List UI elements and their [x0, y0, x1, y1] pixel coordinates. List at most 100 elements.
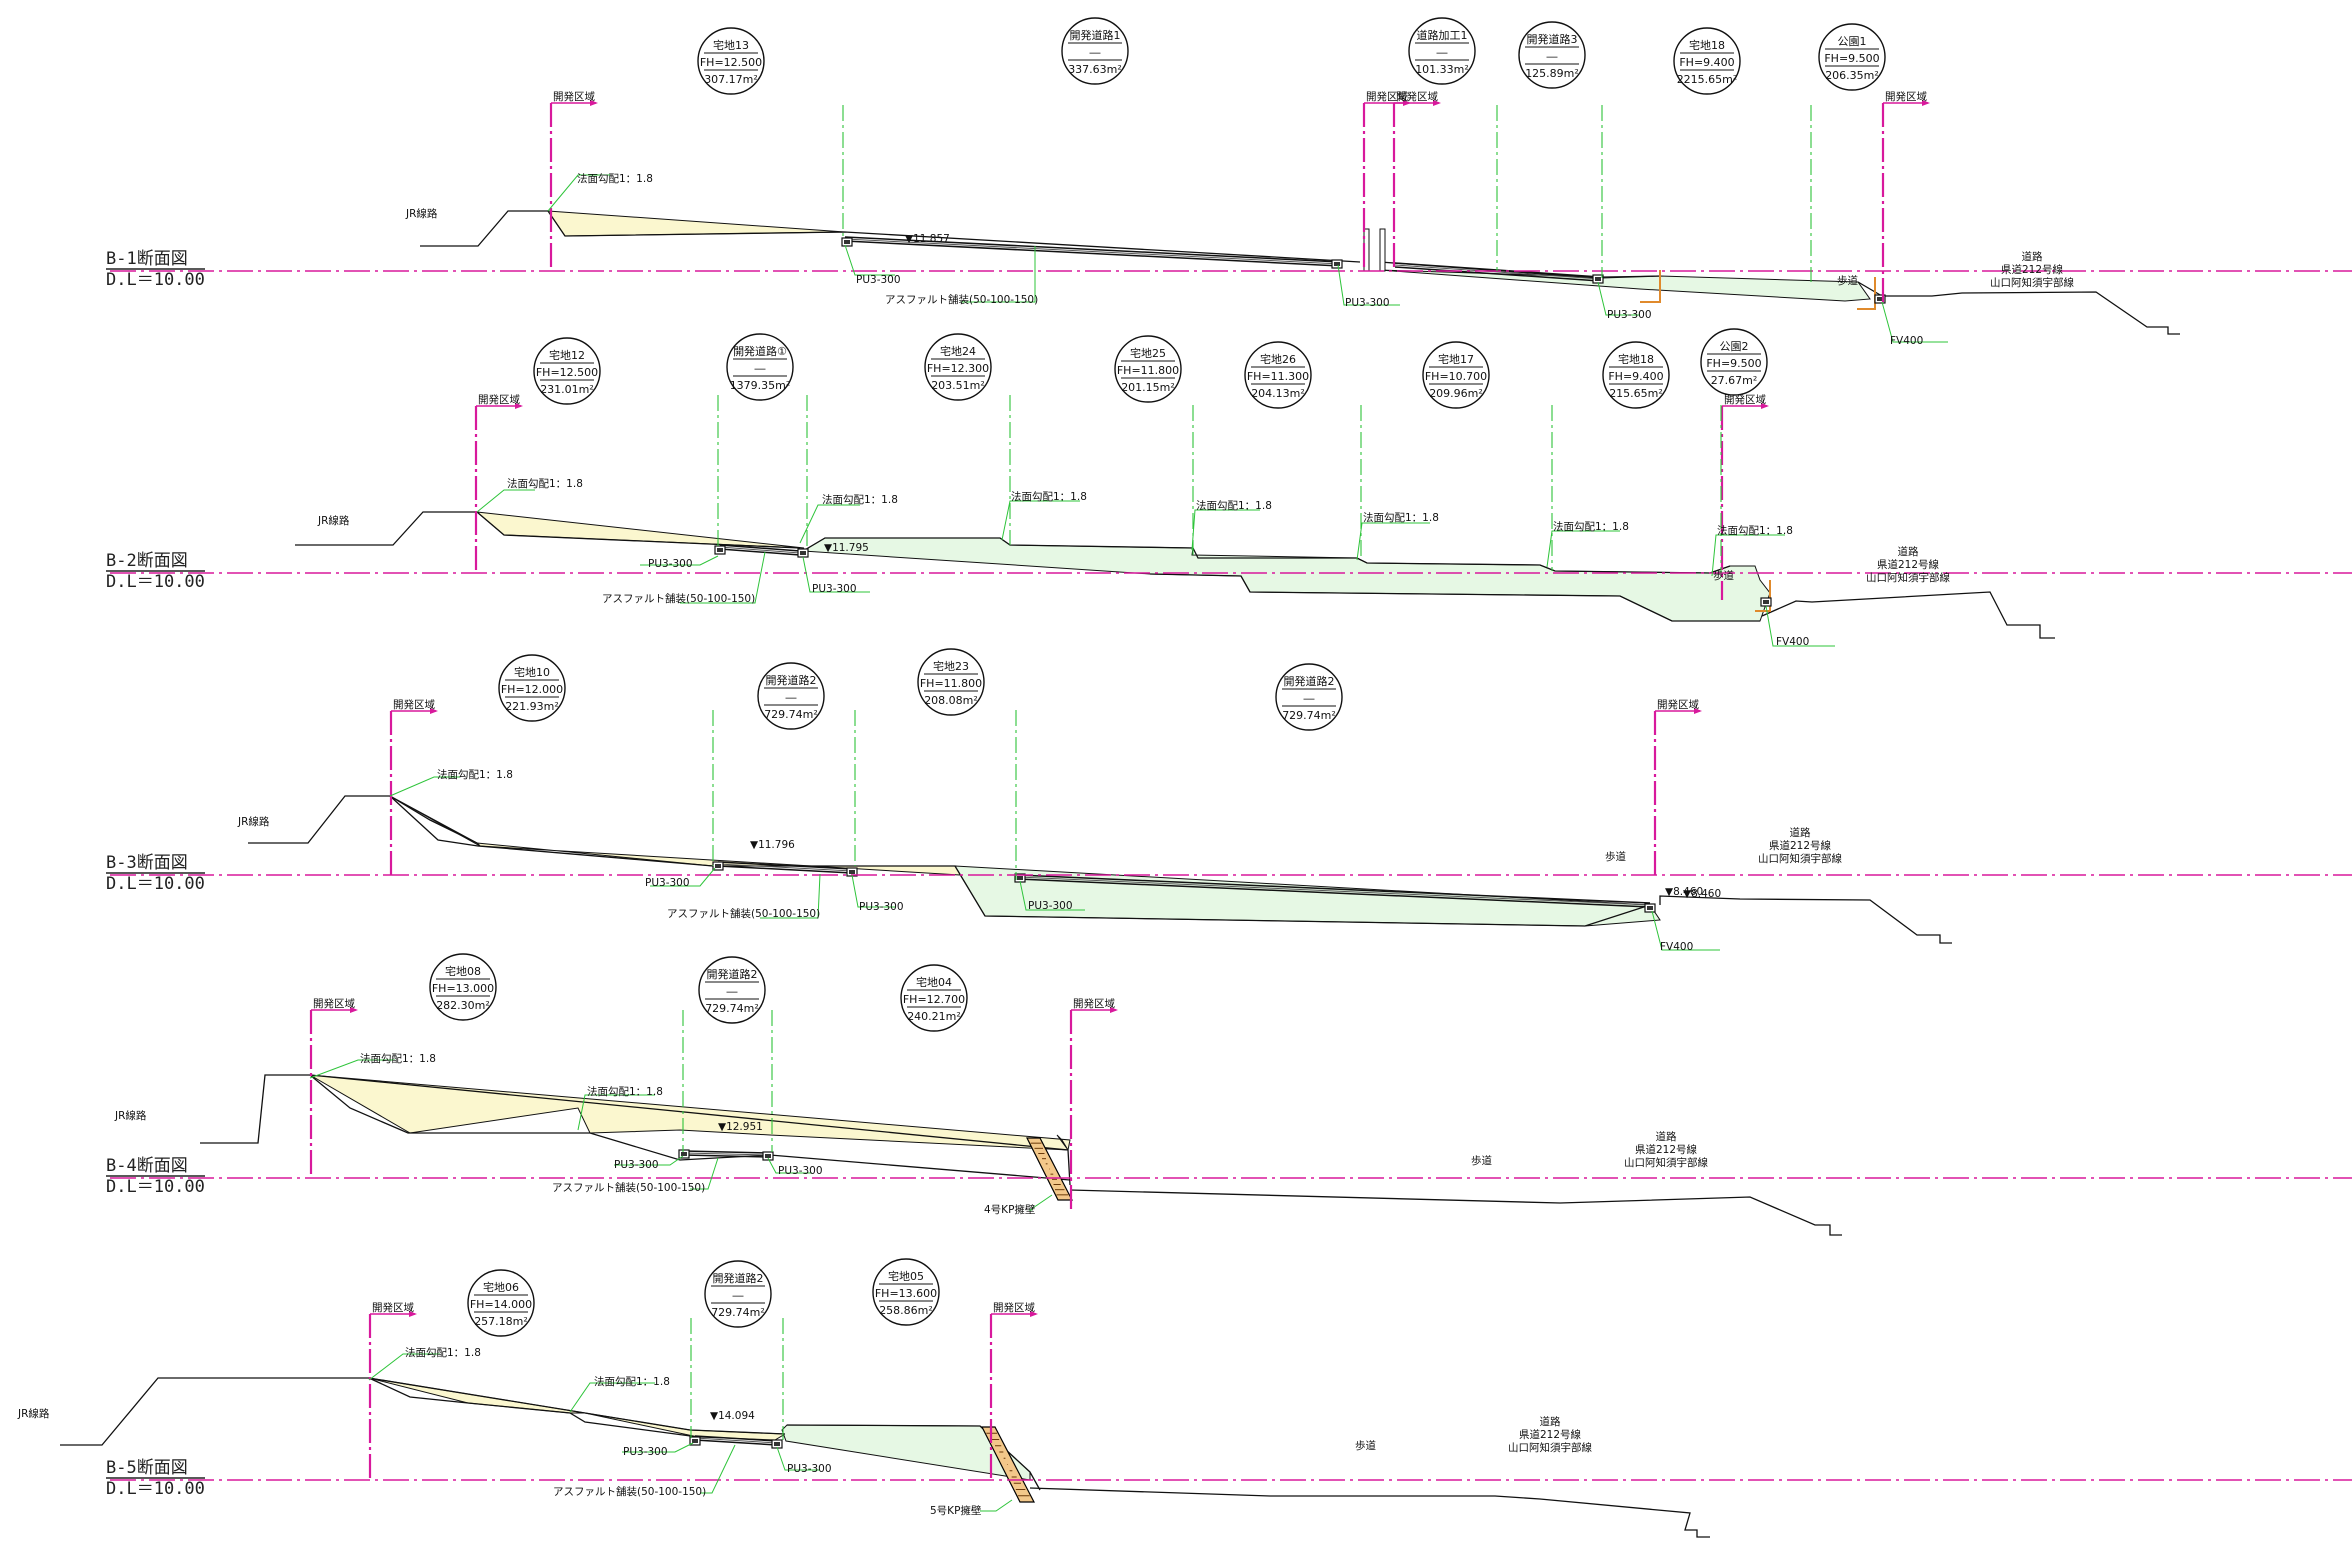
- development-boundary-label: 開発区域: [1073, 997, 1115, 1010]
- lot-floor-height: FH=9.500: [1824, 52, 1879, 65]
- lot-circle: 開発道路2―729.74m²: [698, 956, 766, 1024]
- water-level-label: ▼11.795: [824, 542, 869, 554]
- lot-area: 101.33m²: [1415, 63, 1469, 76]
- slope-gradient-label: 法面勾配1：1.8: [405, 1346, 481, 1359]
- drain-pipe-core: [1017, 876, 1023, 880]
- pavement-top: [1017, 874, 1651, 904]
- leader-line: [1019, 880, 1085, 911]
- lot-name: 開発道路2: [713, 1271, 764, 1285]
- lot-circle-outline: [467, 1269, 535, 1337]
- fv-label: FV400: [1776, 636, 1809, 648]
- lot-floor-height: FH=9.400: [1679, 56, 1734, 69]
- route-sub-label: 山口阿知須宇部線: [1866, 571, 1950, 584]
- drain-pipe-core: [715, 864, 721, 868]
- pavement-bottom: [719, 548, 801, 556]
- pavement-bottom: [683, 1154, 769, 1158]
- drain-pipe: [714, 545, 726, 555]
- drain-pipe-core: [681, 1152, 687, 1156]
- development-boundary-arrow: [350, 1007, 358, 1013]
- lot-area: 282.30m²: [436, 999, 490, 1012]
- lot-floor-height: FH=13.600: [875, 1287, 937, 1300]
- slope-gradient-label: 法面勾配1：1.8: [587, 1085, 663, 1098]
- side-ditch-wall: [1857, 277, 1876, 310]
- pipe-label: PU3-300: [614, 1159, 659, 1171]
- leader-line: [389, 776, 460, 797]
- route-label: 県道212号線: [1519, 1428, 1582, 1441]
- existing-ground: [248, 795, 481, 847]
- road-label: 道路: [1790, 826, 1812, 839]
- lot-name: 開発道路2: [766, 673, 817, 687]
- leader-line: [622, 1442, 694, 1453]
- development-boundary-label: 開発区域: [1366, 90, 1408, 103]
- drain-pipe-core: [765, 1154, 771, 1158]
- pipe-label: PU3-300: [787, 1463, 832, 1475]
- pavement-bottom: [717, 865, 853, 874]
- lot-circle-outline: [1818, 23, 1886, 91]
- pipe-label: PU3-300: [856, 274, 901, 286]
- drain-pipe-core: [692, 1439, 698, 1443]
- lot-area: 125.89m²: [1525, 67, 1579, 80]
- lot-area: 203.51m²: [931, 379, 985, 392]
- pavement-bottom: [844, 240, 1341, 267]
- road-label: 道路: [1898, 545, 1920, 558]
- lot-floor-height: ―: [733, 1289, 744, 1302]
- leader-line: [844, 244, 895, 276]
- road-label: 道路: [1656, 1130, 1678, 1143]
- lot-name: 宅地17: [1438, 352, 1474, 366]
- pipe-label: PU3-300: [1028, 900, 1073, 912]
- lot-name: 公園2: [1720, 340, 1749, 353]
- lot-area: 215.65m²: [1609, 387, 1663, 400]
- leader-line: [309, 1059, 395, 1079]
- leader-line: [799, 504, 860, 544]
- drain-pipe-core: [1647, 906, 1653, 910]
- lot-circle: 道路加工1―101.33m²: [1408, 17, 1476, 85]
- development-boundary-label: 開発区域: [993, 1301, 1035, 1314]
- pipe-label: PU3-300: [648, 558, 693, 570]
- lot-area: 240.21m²: [907, 1010, 961, 1023]
- leader-line: [547, 174, 610, 212]
- leader-line: [960, 246, 1036, 303]
- lot-name: 宅地26: [1260, 352, 1296, 366]
- retaining-wall-label: 4号KP擁壁: [984, 1203, 1036, 1216]
- leader-line: [1597, 281, 1640, 316]
- leader-line: [614, 1155, 684, 1166]
- slope-gradient-label: 法面勾配1：1.8: [1553, 520, 1629, 533]
- lot-circle-outline: [704, 1260, 772, 1328]
- section-title: B-3断面図: [106, 853, 188, 873]
- sidewalk-label: 歩道: [1471, 1154, 1493, 1167]
- lot-circle-outline: [1244, 341, 1312, 409]
- asphalt-label: アスファルト舗装(50-100-150): [602, 592, 755, 605]
- leader-line: [1356, 522, 1430, 561]
- lot-circle-outline: [1114, 335, 1182, 403]
- existing-ground: [1149, 573, 1760, 622]
- section-title: B-5断面図: [106, 1458, 188, 1478]
- pavement-top: [844, 236, 1341, 263]
- pavement-bottom: [1017, 878, 1651, 908]
- pipe-label: PU3-300: [623, 1446, 668, 1458]
- development-boundary-arrow: [1761, 403, 1769, 409]
- lot-circle-outline: [900, 964, 968, 1032]
- leader-line: [980, 1499, 1013, 1512]
- datum-level-label: D.L＝10.00: [106, 270, 205, 290]
- leader-line: [1546, 530, 1620, 568]
- development-boundary-arrow: [430, 708, 438, 714]
- route-label: 県道212号線: [1877, 558, 1940, 571]
- route-sub-label: 山口阿知須宇部線: [1990, 276, 2074, 289]
- fv-label: FV400: [1660, 941, 1693, 953]
- lot-name: 開発道路2: [707, 967, 758, 981]
- leader-line: [476, 489, 535, 513]
- lot-area: 208.08m²: [924, 694, 978, 707]
- pavement-bottom: [694, 1439, 778, 1446]
- lot-floor-height: ―: [755, 362, 766, 375]
- cut-area: [475, 511, 805, 549]
- lot-name: 宅地12: [549, 348, 585, 362]
- lot-area: 337.63m²: [1068, 63, 1122, 76]
- development-boundary-arrow: [1110, 1007, 1118, 1013]
- route-sub-label: 山口阿知須宇部線: [1508, 1441, 1592, 1454]
